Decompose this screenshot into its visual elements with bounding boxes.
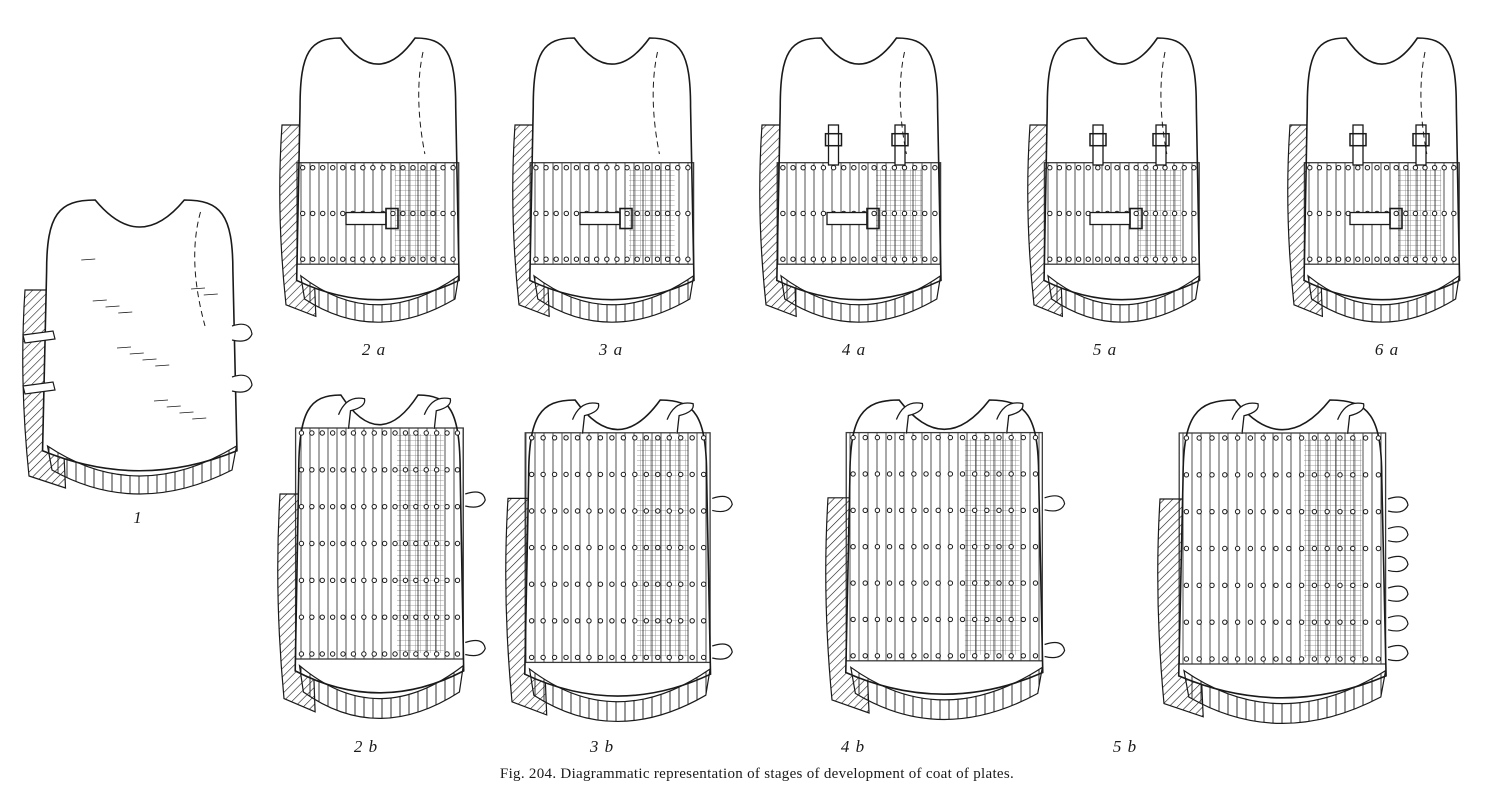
vest-illustration-3a [512, 37, 695, 323]
vest-illustration-4b [825, 399, 1066, 720]
figure-label-3b: 3 b [589, 737, 615, 756]
vest-illustration-4a [759, 37, 942, 323]
figure-caption: Fig. 204. Diagrammatic representation of… [499, 766, 1015, 782]
figure-label-2b: 2 b [353, 737, 379, 756]
vest-illustration-3b [505, 399, 733, 723]
vest-illustration-1 [22, 199, 253, 495]
figure-label-5a: 5 a [1092, 340, 1118, 359]
vest-illustration-6a [1287, 37, 1461, 323]
figure-label-1: 1 [133, 508, 143, 527]
vest-illustration-2b [277, 394, 486, 719]
vest-illustration-5b [1157, 399, 1409, 724]
vest-illustration-2a [279, 37, 460, 323]
vest-illustration-5a [1027, 37, 1201, 323]
figure-label-3a: 3 a [598, 340, 624, 359]
figure-label-2a: 2 a [361, 340, 387, 359]
figure-label-5b: 5 b [1112, 737, 1138, 756]
figure-label-6a: 6 a [1374, 340, 1400, 359]
figure-label-4b: 4 b [840, 737, 866, 756]
figure-label-4a: 4 a [841, 340, 867, 359]
